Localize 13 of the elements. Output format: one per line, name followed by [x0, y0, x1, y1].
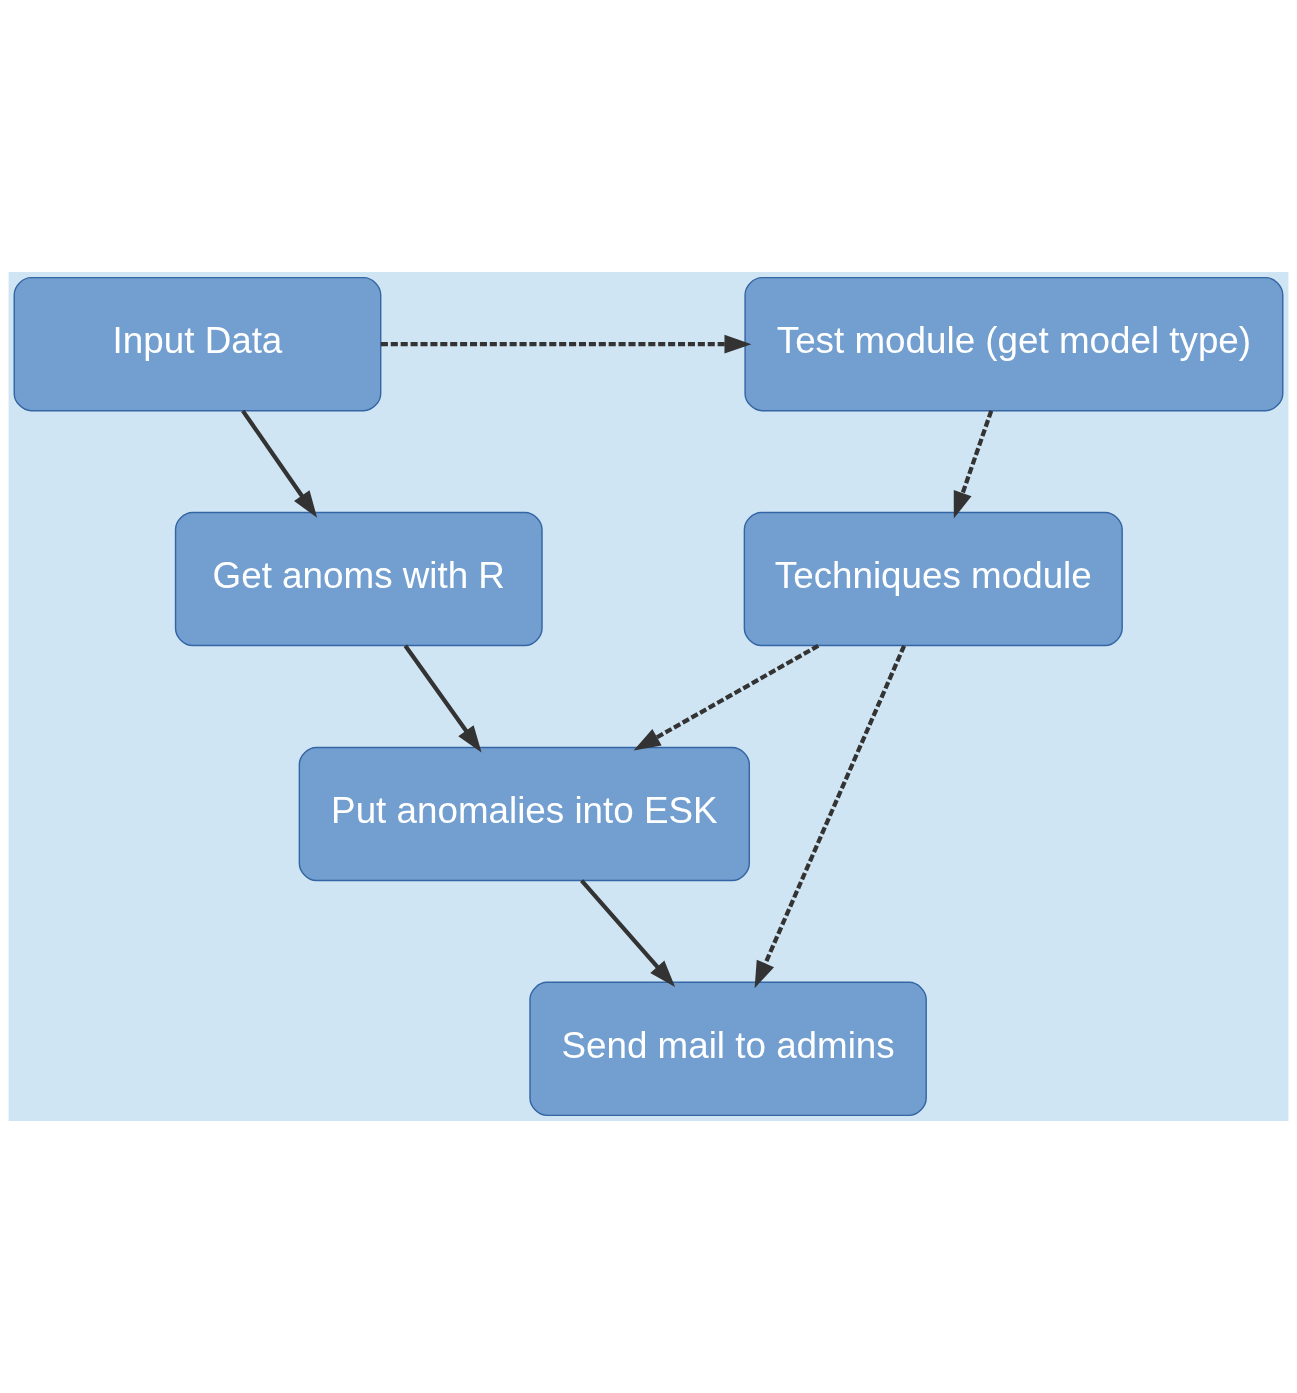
arrow: [241, 409, 318, 518]
node-box: Techniques module: [743, 511, 1123, 647]
arrow: [580, 879, 676, 988]
arrow: [380, 334, 752, 354]
node-box: Put anomalies into ESK: [298, 746, 751, 882]
node-box: Send mail to admins: [529, 981, 927, 1117]
node-box: Test module (get model type): [744, 276, 1284, 412]
arrow: [633, 643, 820, 751]
node-box: Input Data: [13, 276, 382, 412]
arrow: [953, 410, 994, 519]
arrow: [754, 645, 907, 989]
arrow: [403, 644, 482, 753]
node-box: Get anoms with R: [174, 511, 543, 647]
